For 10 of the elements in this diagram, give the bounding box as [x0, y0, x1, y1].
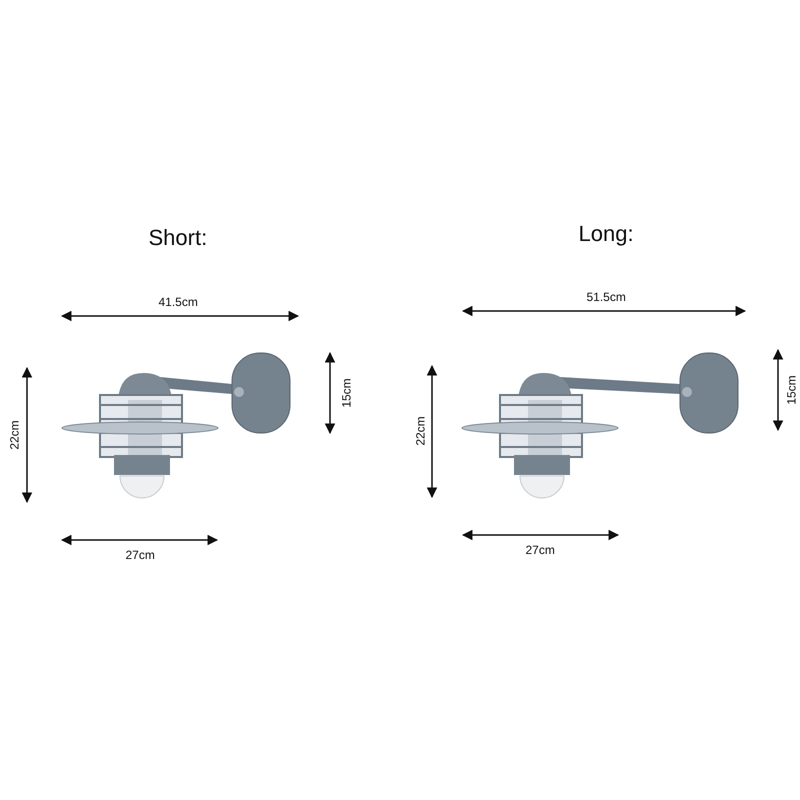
dimension-label: 27cm [126, 549, 155, 561]
dimension-label: 22cm [8, 420, 20, 450]
dimension-label: 15cm [340, 378, 352, 408]
dimension-label: 27cm [526, 544, 555, 556]
dimension-label: 41.5cm [158, 296, 198, 308]
panel-heading: Long: [578, 223, 634, 245]
dimension-label: 22cm [414, 416, 426, 446]
dimension-label: 15cm [785, 375, 798, 405]
dimension-label: 51.5cm [586, 291, 626, 303]
panel-heading: Short: [148, 227, 208, 249]
